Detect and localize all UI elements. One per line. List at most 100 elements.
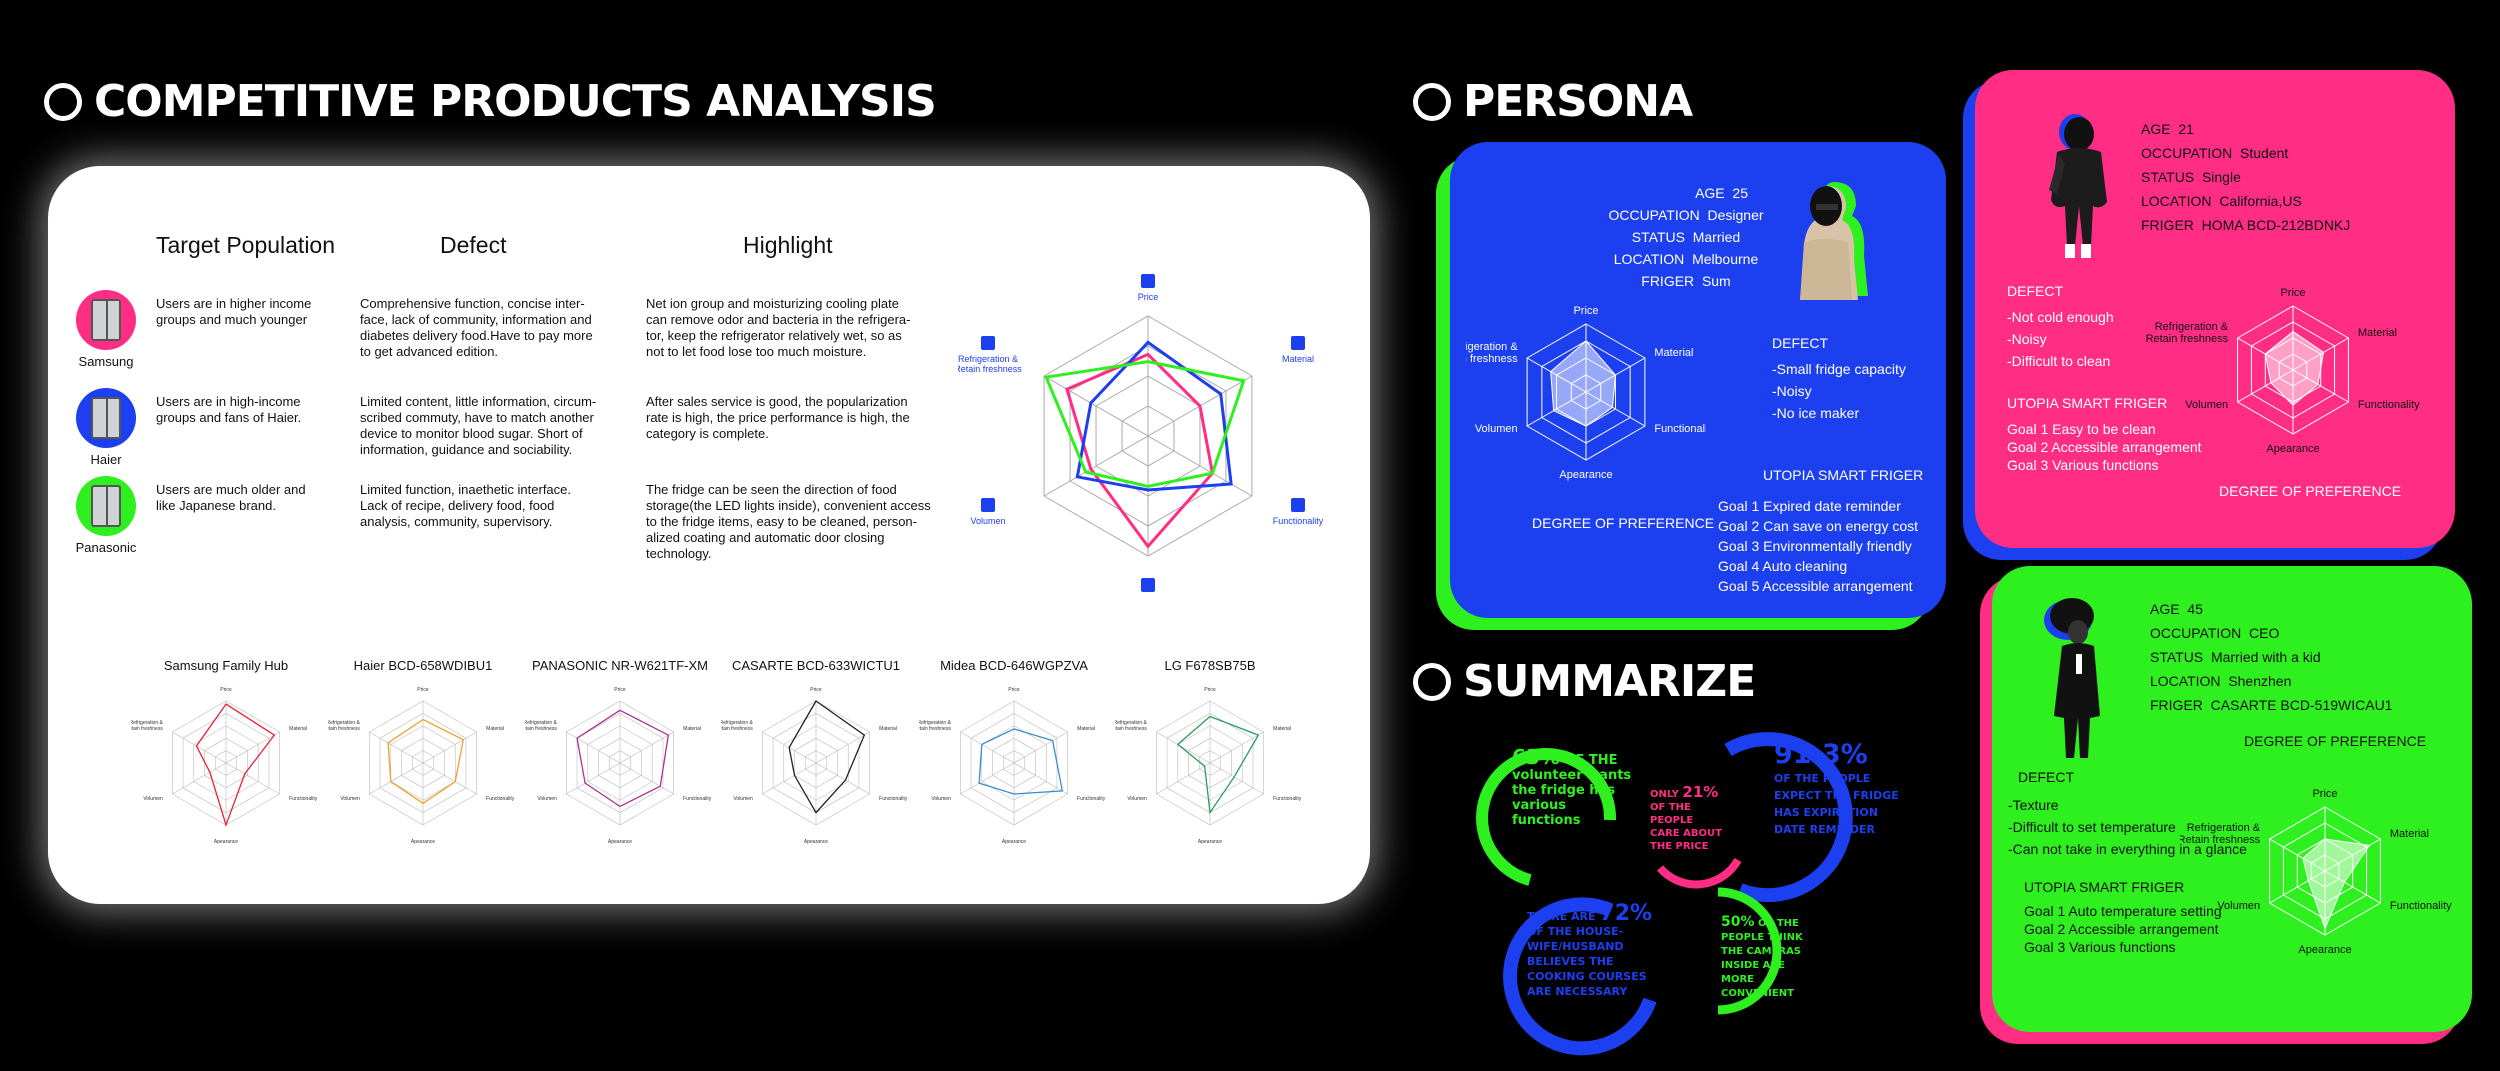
radar-axis-label: Functionality: [683, 796, 712, 802]
circle-bullet-icon: [1413, 82, 1451, 121]
mini-radar-title: Samsung Family Hub: [163, 658, 289, 673]
radar-series: [195, 703, 276, 828]
p2-age: AGE 21: [2141, 121, 2194, 137]
radar-axis-label: Functionality: [1077, 796, 1106, 802]
p3-friger: FRIGER CASARTE BCD-519WICAU1: [2150, 697, 2393, 713]
radar-axis-label: Apearance: [2298, 944, 2351, 956]
radar-axis-label: Refrigeration &Retain freshness: [131, 720, 163, 732]
radar-axis-label: Material: [2390, 828, 2429, 840]
list-item: Goal 3 Environmentally friendly: [1718, 538, 1912, 554]
p2-utopia-title: UTOPIA SMART FRIGER: [2007, 395, 2168, 411]
radar-axis-label: Apearance: [1559, 469, 1612, 481]
fridge-icon: [91, 485, 121, 527]
radar-series: [1044, 360, 1246, 488]
p2-location: LOCATION California,US: [2141, 193, 2302, 209]
radar-spoke: [172, 762, 227, 795]
list-item: -Noisy: [2007, 331, 2047, 347]
competitive-panel: Target Population Defect Highlight Samsu…: [48, 166, 1370, 904]
radar-axis-label: Price: [810, 687, 822, 693]
axis-icon-2: [1291, 498, 1305, 512]
list-item: -Not cold enough: [2007, 309, 2114, 325]
radar-axis-label: Price: [1573, 305, 1598, 317]
persona-section-title: PERSONA: [1413, 76, 1693, 127]
brand-logo-2: [76, 476, 136, 536]
brand-defect-text: Comprehensive function, concise inter-fa…: [360, 296, 593, 359]
mini-radar-title: LG F678SB75B: [1164, 658, 1256, 673]
persona-3-avatar: [2044, 598, 2100, 758]
p2-degree-label: DEGREE OF PREFERENCE: [2219, 483, 2402, 499]
radar-spoke: [1156, 762, 1211, 795]
radar-series: [1176, 715, 1260, 815]
p1-occupation: OCCUPATION Designer: [1608, 207, 1764, 223]
stat-ring-91: [1724, 732, 1853, 903]
radar-spoke: [619, 762, 674, 795]
header-defect: Defect: [440, 232, 507, 258]
big-radar-axis-label: Price: [1138, 292, 1159, 302]
brand-highlight-text: The fridge can be seen the direction of …: [646, 482, 931, 561]
big-radar-axis-label: Functionality: [1273, 516, 1324, 526]
p3-location: LOCATION Shenzhen: [2150, 673, 2292, 689]
radar-axis-label: Volumen: [537, 796, 557, 802]
fridge-icon: [91, 299, 121, 341]
radar-axis-label: Price: [220, 687, 232, 693]
list-item: -Texture: [2008, 797, 2059, 813]
radar-spoke: [1013, 762, 1068, 795]
radar-axis-label: Material: [486, 726, 504, 732]
big-radar-chart: PriceMaterialFunctionalityApearanceVolum…: [958, 274, 1324, 592]
p3-status: STATUS Married with a kid: [2150, 649, 2321, 665]
radar-axis-label: Material: [1077, 726, 1095, 732]
mini-radar-chart: PriceMaterialFunctionalityApearanceVolum…: [721, 687, 908, 845]
radar-series: [2302, 838, 2371, 931]
brand-name: Haier: [90, 452, 122, 467]
list-item: -Noisy: [1772, 383, 1812, 399]
radar-axis-label: Apearance: [608, 839, 632, 845]
radar-axis-label: Material: [1273, 726, 1291, 732]
brand-highlight-text: Net ion group and moisturizing cooling p…: [646, 296, 911, 359]
radar-spoke: [1043, 435, 1149, 497]
radar-axis-label: Volumen: [1127, 796, 1147, 802]
radar-spoke: [960, 731, 1015, 764]
radar-axis-label: Refrigeration &Retain freshness: [525, 720, 557, 732]
radar-axis-label: Material: [2358, 327, 2397, 339]
circle-bullet-icon: [1413, 662, 1451, 701]
list-item: -Difficult to clean: [2007, 353, 2111, 369]
list-item: Goal 2 Accessible arrangement: [2007, 439, 2202, 455]
radar-spoke: [225, 762, 280, 795]
radar-axis-label: Price: [614, 687, 626, 693]
stat-ring-21: [1656, 857, 1742, 889]
radar-axis-label: Functionality: [1273, 796, 1302, 802]
p3-defect-title: DEFECT: [2018, 769, 2074, 785]
summarize-title-text: SUMMARIZE: [1463, 656, 1756, 707]
list-item: Goal 4 Auto cleaning: [1718, 558, 1848, 574]
persona-1-avatar: [1800, 182, 1868, 300]
radar-axis-label: Volumen: [143, 796, 163, 802]
brand-name: Samsung: [78, 354, 134, 369]
radar-axis-label: Volumen: [931, 796, 951, 802]
axis-icon-1: [1291, 336, 1305, 350]
radar-spoke: [422, 762, 477, 795]
mini-radar-chart: PriceMaterialFunctionalityApearanceVolum…: [919, 687, 1106, 845]
radar-axis-label: Material: [683, 726, 701, 732]
persona-card-3: AGE 45 OCCUPATION CEO STATUS Married wit…: [1980, 566, 2472, 1044]
radar-spoke: [566, 762, 621, 795]
persona-1-radar: PriceMaterialFunctionalityApearanceVolum…: [1466, 305, 1706, 481]
p2-occupation: OCCUPATION Student: [2141, 145, 2289, 161]
radar-spoke: [1156, 731, 1211, 764]
brand-highlight-text: After sales service is good, the popular…: [646, 394, 910, 441]
p1-defect-title: DEFECT: [1772, 335, 1828, 351]
mini-radar-chart: PriceMaterialFunctionalityApearanceVolum…: [131, 687, 318, 845]
radar-axis-label: Price: [1008, 687, 1020, 693]
radar-axis-label: Functionality: [486, 796, 515, 802]
list-item: Goal 3 Various functions: [2024, 939, 2176, 955]
big-radar-axis-label: Volumen: [970, 516, 1005, 526]
radar-series: [1065, 352, 1215, 549]
brand-logo-0: [76, 290, 136, 350]
mini-radar-title: Haier BCD-658WDIBU1: [353, 658, 493, 673]
radar-axis-label: Apearance: [214, 839, 238, 845]
circle-bullet-icon: [44, 82, 82, 121]
